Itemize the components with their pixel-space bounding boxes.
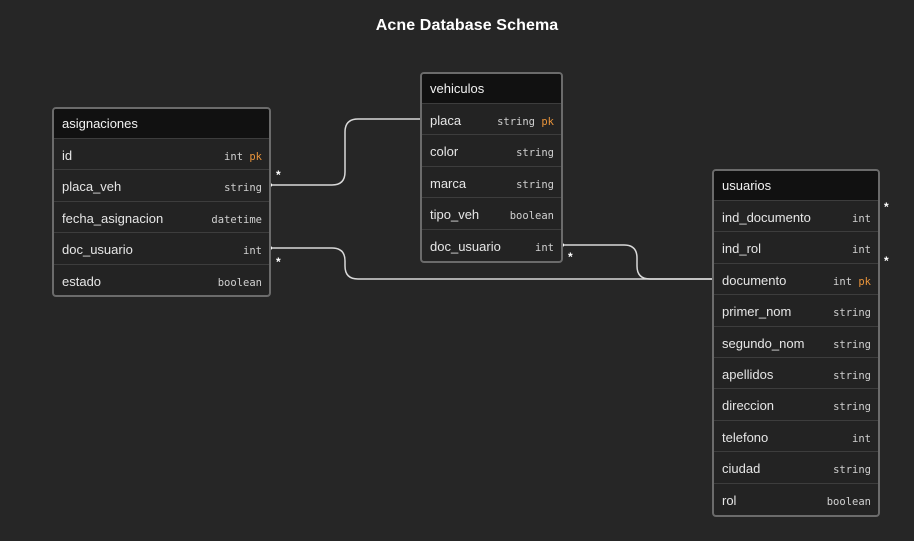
field-name: color — [430, 144, 459, 160]
table-row[interactable]: segundo_nom string — [714, 325, 878, 357]
pk-badge: pk — [858, 275, 871, 288]
table-row[interactable]: ind_rol int — [714, 231, 878, 262]
field-name: rol — [722, 492, 737, 508]
field-type: string — [516, 178, 554, 191]
field-name: telefono — [722, 429, 769, 445]
field-type: boolean — [509, 210, 554, 223]
field-type: int — [852, 244, 871, 257]
field-name: direccion — [722, 398, 775, 414]
field-type: datetime — [211, 213, 262, 226]
field-type: boolean — [826, 495, 871, 508]
table-header: asignaciones — [54, 109, 269, 138]
table-row[interactable]: ind_documento int — [714, 200, 878, 231]
table-row[interactable]: marca string — [422, 165, 561, 197]
field-name: marca — [430, 175, 467, 191]
cardinality-many: * — [276, 168, 281, 182]
table-row[interactable]: direccion string — [714, 388, 878, 419]
table-row[interactable]: id int pk — [54, 138, 269, 169]
field-type: int pk — [224, 151, 262, 163]
field-type: int — [243, 245, 262, 258]
table-header: vehiculos — [422, 74, 561, 103]
field-name: apellidos — [722, 366, 774, 382]
field-type: string pk — [497, 116, 554, 128]
field-type: string — [833, 464, 871, 477]
field-name: ind_rol — [722, 241, 762, 257]
field-name: doc_usuario — [430, 238, 501, 254]
field-type: boolean — [217, 276, 262, 289]
cardinality-many: * — [884, 254, 889, 268]
field-type: int — [852, 432, 871, 445]
field-name: placa — [430, 113, 462, 128]
table-row[interactable]: tipo_veh boolean — [422, 197, 561, 228]
table-row[interactable]: telefono int — [714, 419, 878, 451]
table-asignaciones[interactable]: asignaciones id int pk placa_veh string … — [52, 107, 271, 297]
table-header: usuarios — [714, 171, 878, 200]
field-name: segundo_nom — [722, 335, 805, 351]
table-row[interactable]: doc_usuario int — [54, 232, 269, 263]
field-type: string — [516, 147, 554, 160]
table-row[interactable]: fecha_asignacion datetime — [54, 200, 269, 232]
table-row[interactable]: placa_veh string — [54, 169, 269, 200]
table-row[interactable]: documento int pk — [714, 262, 878, 294]
field-name: placa_veh — [62, 179, 122, 195]
table-row[interactable]: apellidos string — [714, 356, 878, 388]
field-name: id — [62, 148, 73, 163]
relation-veh-doc-usuario-to-documento — [562, 244, 713, 280]
table-row[interactable]: ciudad string — [714, 451, 878, 482]
field-type: string — [833, 369, 871, 382]
table-row[interactable]: color string — [422, 134, 561, 165]
table-vehiculos[interactable]: vehiculos placa string pk color string m… — [420, 72, 563, 263]
field-type: int — [535, 241, 554, 254]
field-name: tipo_veh — [430, 207, 480, 223]
pk-badge: pk — [541, 116, 554, 128]
cardinality-many: * — [884, 200, 889, 214]
cardinality-many: * — [568, 250, 573, 264]
relation-placa-veh-to-placa — [270, 118, 421, 186]
diagram-title: Acne Database Schema — [375, 17, 559, 34]
cardinality-many: * — [276, 255, 281, 269]
field-type: string — [833, 338, 871, 351]
field-name: doc_usuario — [62, 242, 133, 258]
table-row[interactable]: doc_usuario int — [422, 228, 561, 260]
table-row[interactable]: primer_nom string — [714, 294, 878, 325]
field-name: documento — [722, 272, 787, 288]
table-row[interactable]: placa string pk — [422, 103, 561, 134]
table-usuarios[interactable]: usuarios ind_documento int ind_rol int d… — [712, 169, 880, 517]
field-type: int — [852, 213, 871, 225]
field-type: string — [833, 401, 871, 414]
table-row[interactable]: rol boolean — [714, 482, 878, 514]
field-name: ciudad — [722, 461, 761, 477]
field-name: fecha_asignacion — [62, 210, 164, 226]
field-type: string — [833, 307, 871, 320]
field-type: int pk — [833, 275, 871, 288]
field-name: ind_documento — [722, 210, 811, 225]
pk-badge: pk — [249, 151, 262, 163]
field-name: estado — [62, 273, 102, 289]
field-name: primer_nom — [722, 304, 792, 320]
table-row[interactable]: estado boolean — [54, 263, 269, 295]
field-type: string — [224, 182, 262, 195]
